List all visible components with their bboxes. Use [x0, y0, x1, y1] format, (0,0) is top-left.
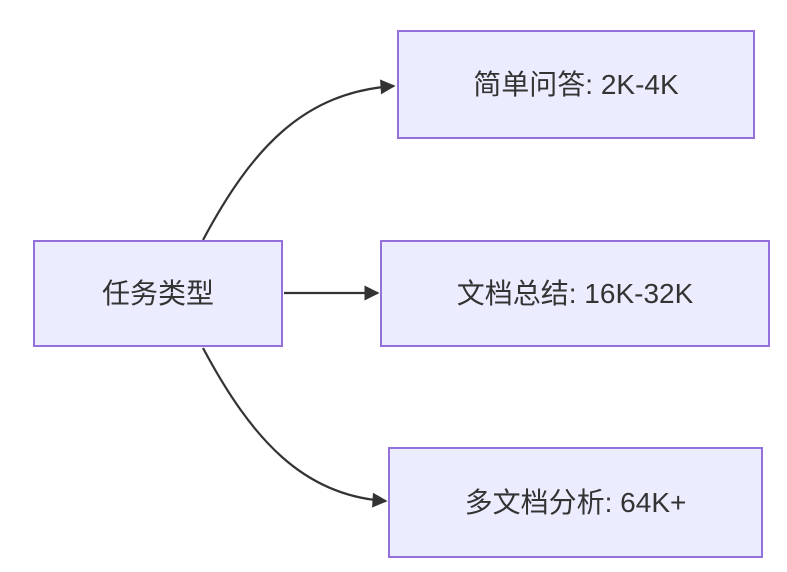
node-multi-doc-analysis-label: 多文档分析: 64K+: [464, 486, 687, 518]
node-task-type: 任务类型: [33, 240, 283, 347]
node-doc-summary: 文档总结: 16K-32K: [380, 240, 770, 347]
node-task-type-label: 任务类型: [101, 277, 214, 309]
edge-root-to-simple-qa: [202, 79, 396, 241]
node-simple-qa: 简单问答: 2K-4K: [397, 30, 755, 139]
node-simple-qa-label: 简单问答: 2K-4K: [473, 68, 679, 100]
node-doc-summary-label: 文档总结: 16K-32K: [456, 277, 694, 309]
node-multi-doc-analysis: 多文档分析: 64K+: [388, 447, 763, 558]
edge-root-to-multi-doc: [202, 347, 388, 508]
